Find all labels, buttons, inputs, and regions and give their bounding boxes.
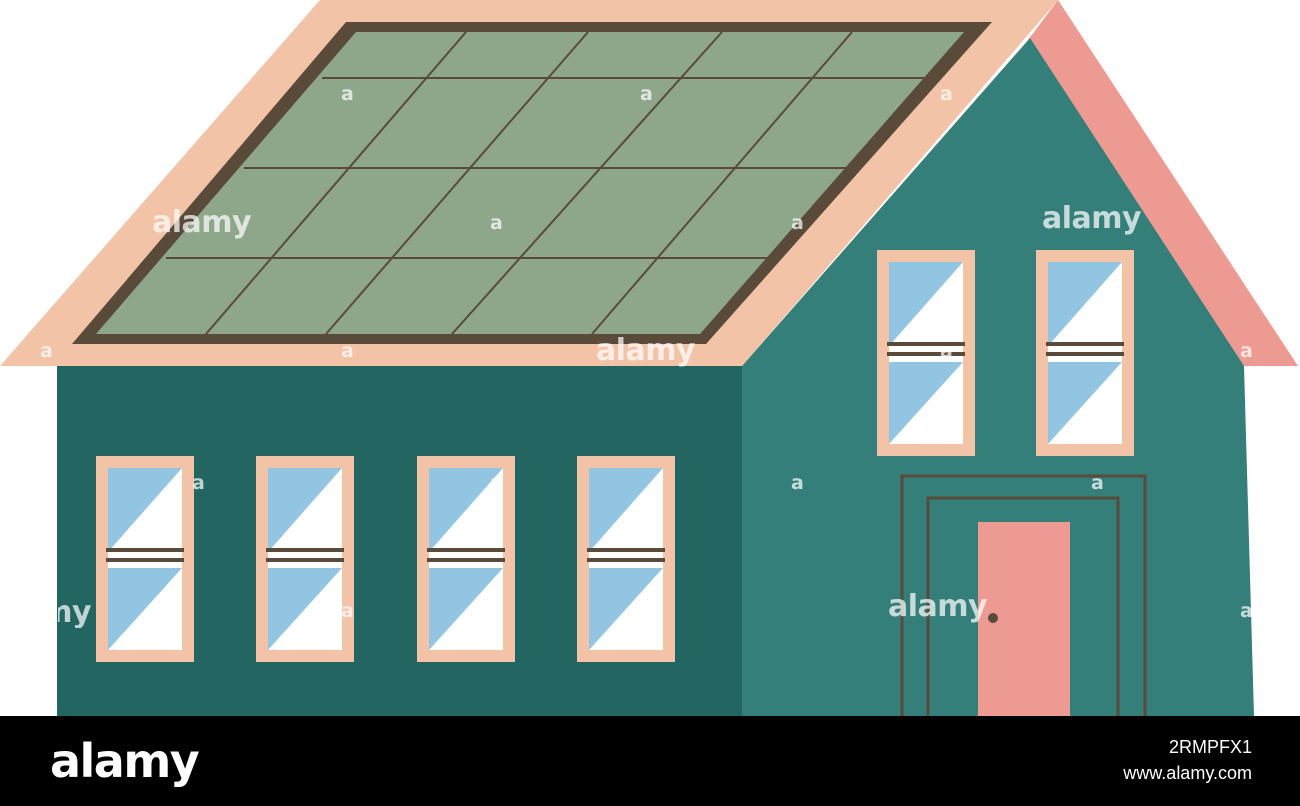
stock-footer-bar: alamy 2RMPFX1 www.alamy.com [0,716,1300,806]
window-upper-2 [1036,250,1134,456]
gable-wall [742,38,1254,716]
image-id: 2RMPFX1 [1168,737,1252,757]
house-illustration [0,0,1298,716]
door-knob [988,613,998,623]
door-frame [900,474,1147,716]
solar-panel [72,22,992,344]
window-ground-3 [417,456,515,662]
roof-right-slope [1028,0,1298,366]
window-ground-4 [577,456,675,662]
alamy-logo: alamy [50,734,200,788]
window-upper-1 [877,250,975,456]
window-ground-2 [256,456,354,662]
site-url: www.alamy.com [1123,763,1252,783]
window-ground-1 [96,456,194,662]
